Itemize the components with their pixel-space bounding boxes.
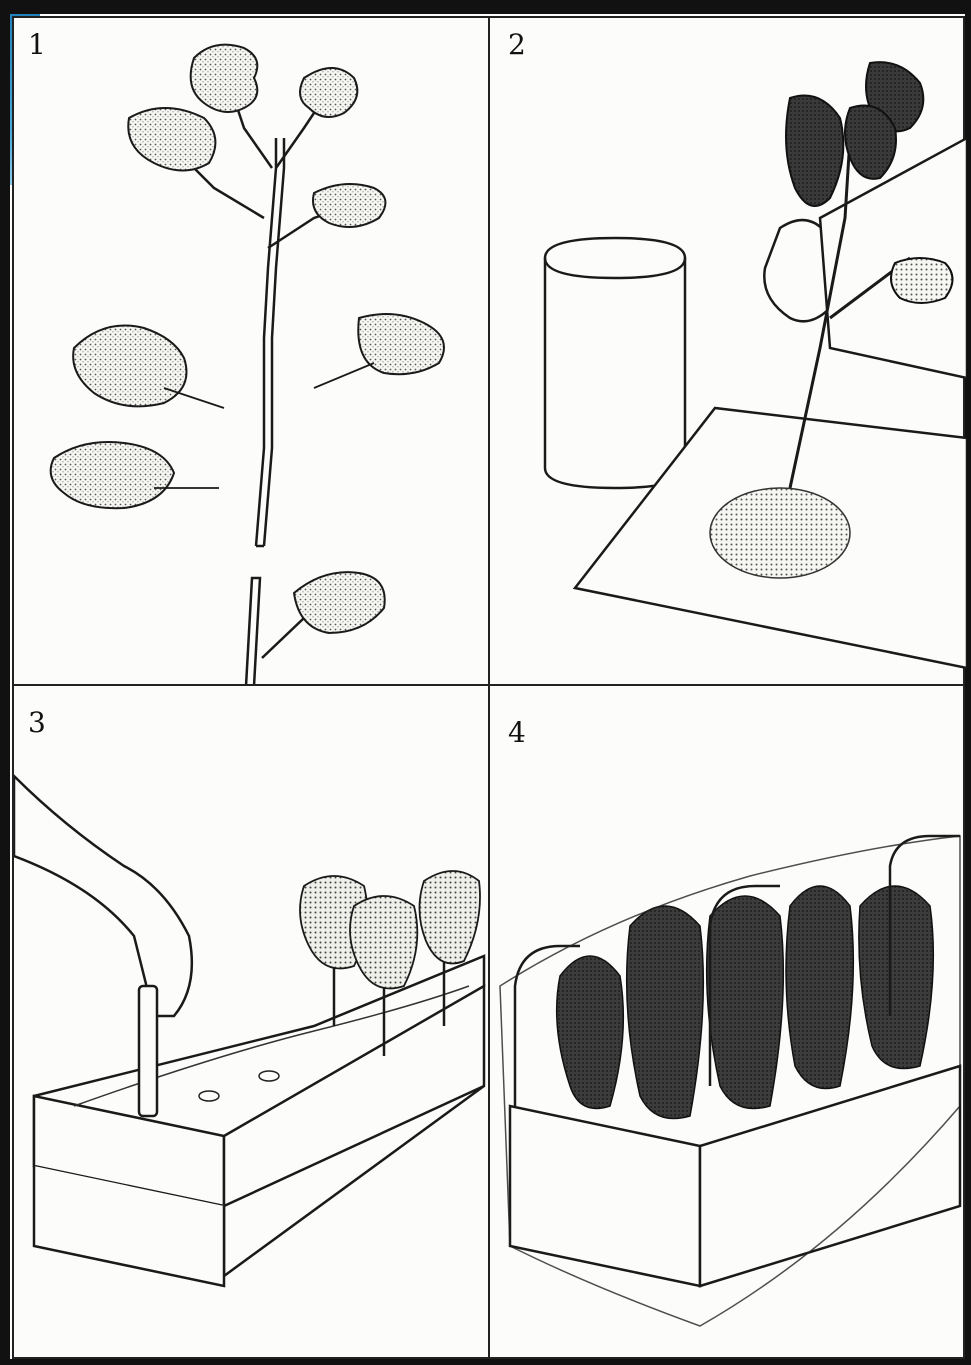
panel-cutting: 1 — [12, 16, 490, 686]
top-border — [0, 0, 971, 14]
panel-dipping: 2 — [488, 16, 965, 686]
dipping-drawing — [490, 18, 967, 688]
panel-planting: 3 — [12, 684, 490, 1359]
panel-covering: 4 — [488, 684, 965, 1359]
planting-drawing — [14, 686, 492, 1361]
powder-jar — [545, 238, 685, 488]
planting-box — [34, 956, 484, 1286]
left-border — [0, 0, 10, 1365]
covering-drawing — [490, 686, 967, 1361]
cutting-drawing — [14, 18, 492, 688]
